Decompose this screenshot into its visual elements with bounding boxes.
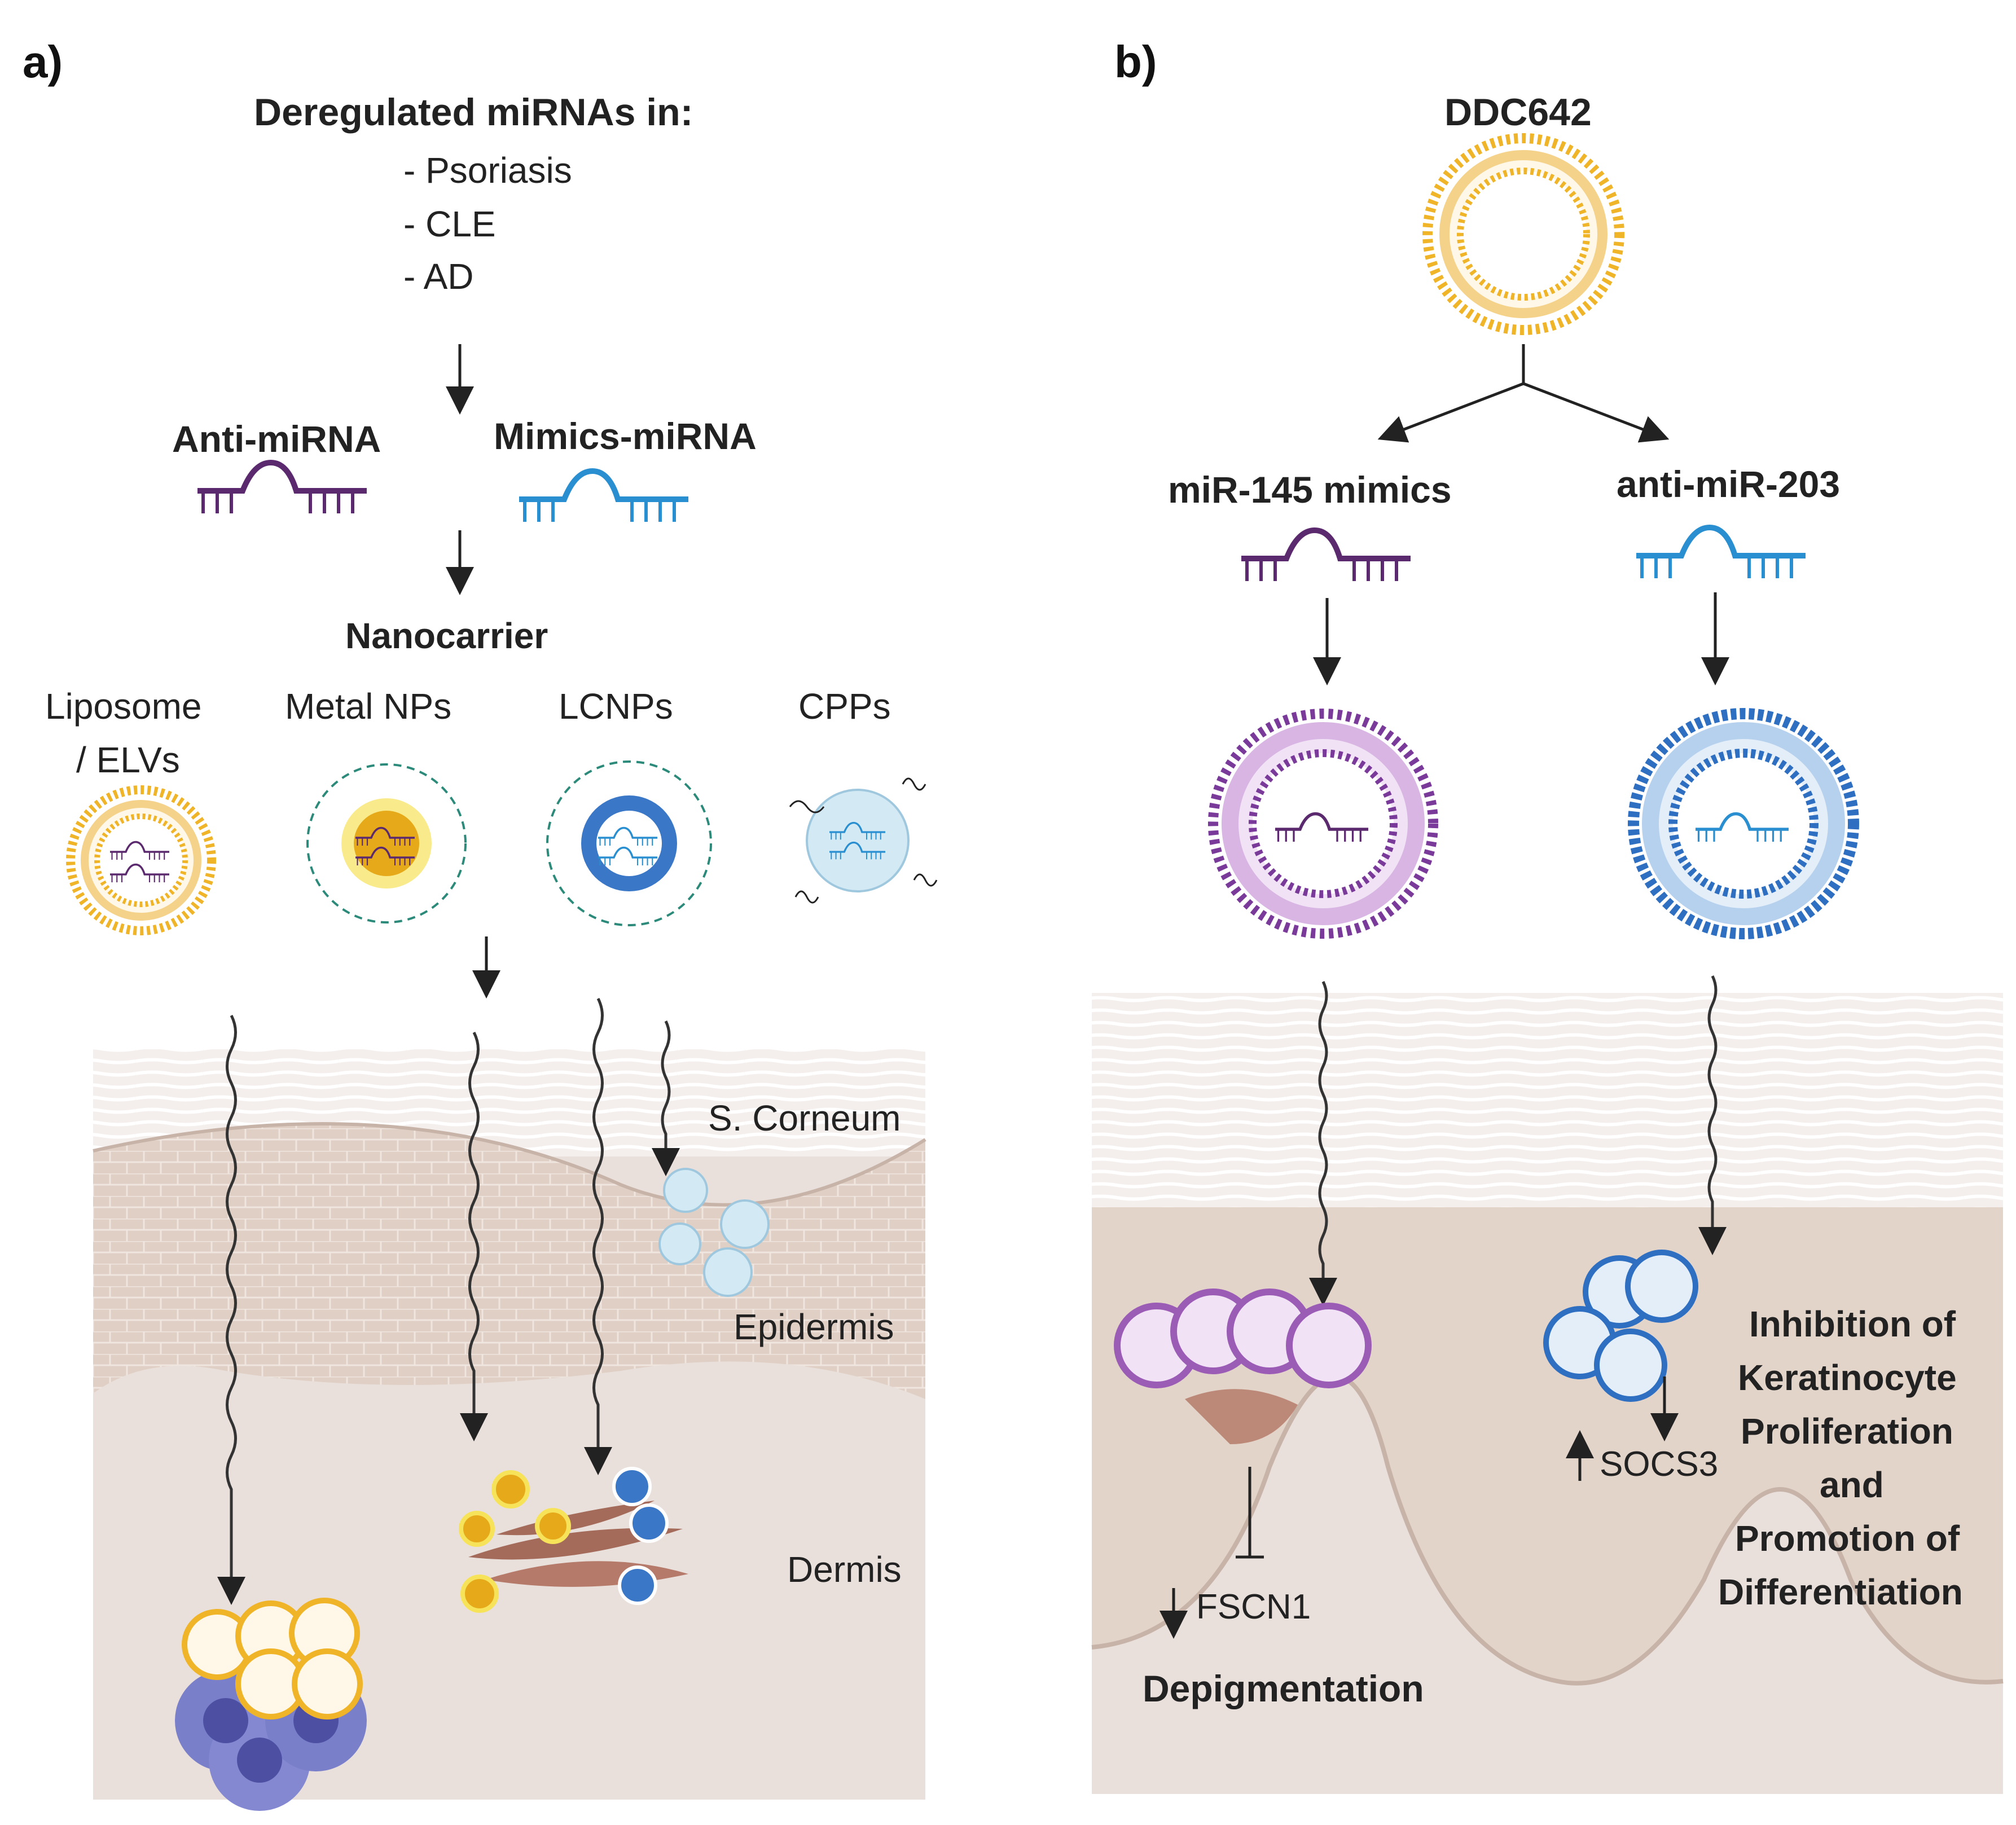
outcome-right-line-4: and (1820, 1465, 1884, 1505)
socs3-label: SOCS3 (1600, 1445, 1719, 1484)
outcome-right-line-2: Keratinocyte (1738, 1357, 1957, 1398)
mir145-liposome-icon (1208, 709, 1438, 939)
mimics-mirna-label: Mimics-miRNA (494, 415, 757, 457)
carrier-lcnps-label: LCNPs (559, 686, 673, 727)
disease-item-psoriasis: - Psoriasis (403, 150, 572, 191)
panel-b-letter: b) (1114, 37, 1157, 87)
anti-mirna-strand-icon (197, 463, 367, 513)
panel-b-effect-arrows (1159, 1377, 1679, 1639)
mir145-strand-icon (1241, 530, 1411, 581)
outcome-right-line-1: Inhibition of (1749, 1304, 1956, 1344)
outcome-right-line-5: Promotion of (1735, 1518, 1960, 1559)
immune-cell-cluster-icon (175, 1598, 367, 1811)
antimir203-strand-icon (1636, 527, 1806, 578)
layer-dermis-label: Dermis (787, 1549, 902, 1590)
nanocarrier-label: Nanocarrier (345, 615, 548, 656)
outcome-right-line-6: Differentiation (1718, 1572, 1963, 1612)
panel-a-arrows (446, 344, 500, 999)
disease-item-ad: - AD (403, 256, 474, 297)
panel-b-penetration-paths (1309, 975, 1727, 1306)
fscn1-label: FSCN1 (1196, 1587, 1311, 1626)
depigmentation-label: Depigmentation (1143, 1668, 1424, 1709)
metal-np-icon (306, 763, 467, 924)
layer-s-corneum-label: S. Corneum (708, 1098, 901, 1138)
antimir203-liposome-icon (1628, 708, 1859, 939)
carrier-cpps-label: CPPs (798, 686, 891, 727)
cpp-cluster-icon (658, 1168, 770, 1297)
cpp-icon (789, 777, 938, 904)
antimir203-label: anti-miR-203 (1617, 463, 1841, 505)
panel-b-title: DDC642 (1444, 91, 1592, 134)
panel-a-letter: a) (23, 37, 63, 87)
layer-epidermis-label: Epidermis (734, 1307, 894, 1347)
carrier-metal-nps-label: Metal NPs (285, 686, 452, 727)
outcome-right-line-3: Proliferation (1741, 1411, 1953, 1452)
carrier-elvs-label: / ELVs (76, 740, 180, 780)
liposome-icon (66, 785, 216, 935)
ddc642-liposome-icon (1422, 133, 1624, 335)
mimics-mirna-strand-icon (519, 471, 688, 522)
melanocyte-liposome-cluster-icon (1114, 1289, 1372, 1444)
disease-item-cle: - CLE (403, 204, 496, 244)
panel-a-penetration-paths (217, 997, 680, 1605)
anti-mirna-label: Anti-miRNA (172, 418, 381, 460)
keratinocyte-liposome-cluster-icon (1543, 1250, 1698, 1402)
lcnp-icon (546, 760, 712, 926)
panel-a-title: Deregulated miRNAs in: (254, 91, 693, 134)
panel-b-branch-arrows (1313, 344, 1729, 685)
fibroblast-cluster-icon (459, 1467, 688, 1613)
carrier-liposome-label: Liposome (45, 686, 202, 727)
mir145-label: miR-145 mimics (1168, 469, 1452, 511)
